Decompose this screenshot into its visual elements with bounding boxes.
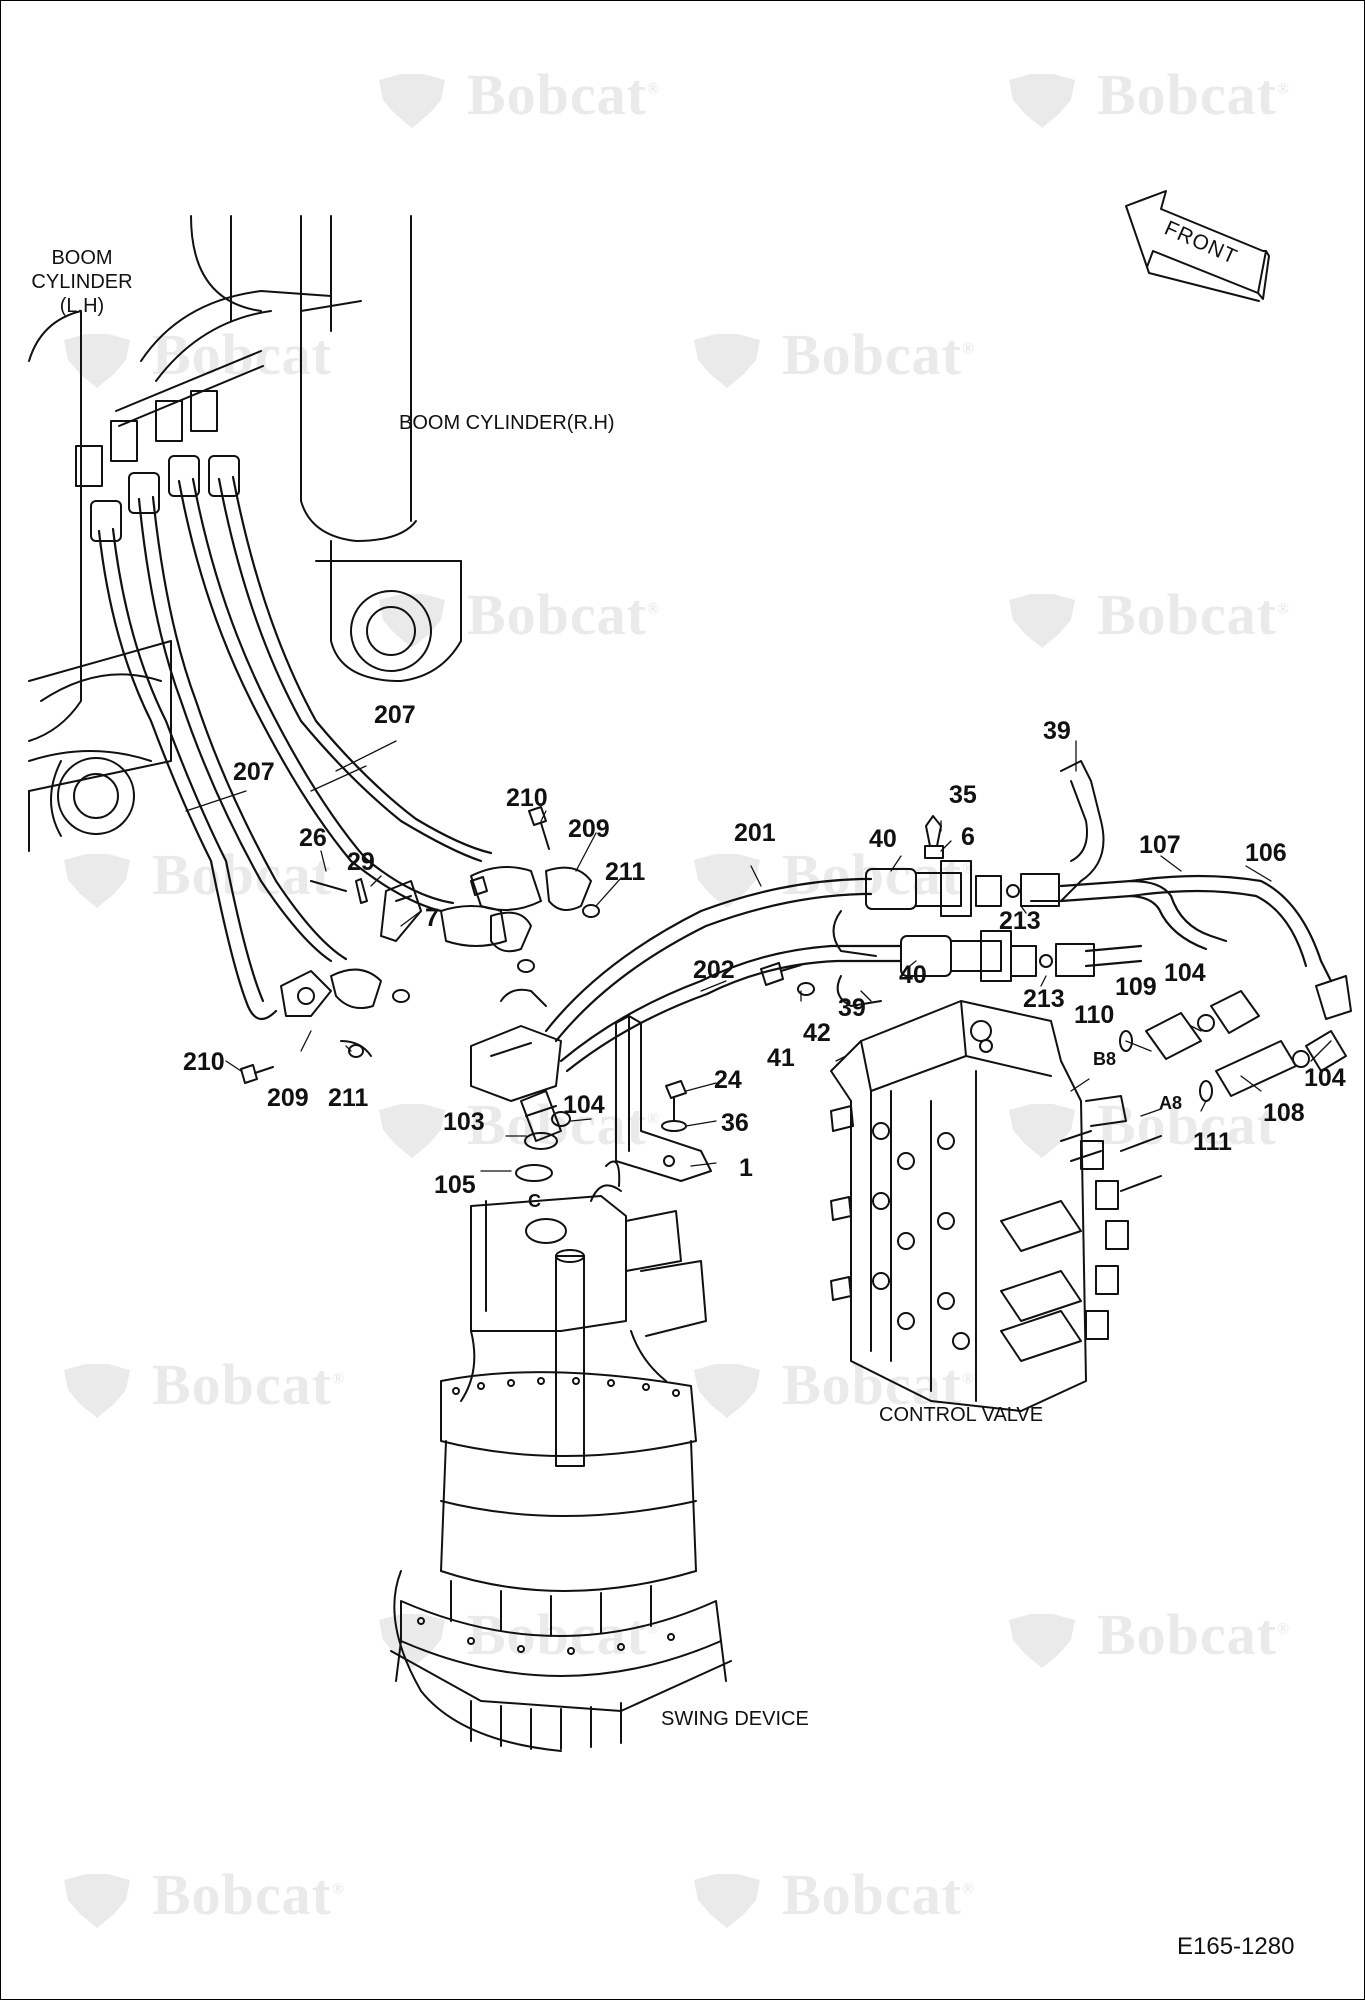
watermark: Bobcat® [686,321,975,392]
callout-40: 40 [869,825,897,853]
callout-111: 111 [1193,1128,1232,1156]
callout-39: 39 [1043,717,1071,745]
tube-202 [559,944,903,1073]
boom-cylinder-lh [28,310,172,852]
bolt-41 [760,962,815,996]
callout-1: 1 [739,1154,753,1182]
callout-207: 207 [233,758,275,786]
callout-106: 106 [1245,839,1287,867]
port-c: C [528,1191,541,1211]
callout-213: 213 [999,907,1041,935]
callout-210: 210 [506,784,548,812]
callout-211: 211 [328,1084,369,1112]
bobcat-logo-icon [694,1363,760,1418]
callout-110: 110 [1074,1001,1115,1029]
flange-209-mid [440,876,535,973]
tube-107 [1059,879,1228,968]
watermark: Bobcat® [371,61,660,132]
callout-40: 40 [899,961,927,989]
callout-108: 108 [1263,1099,1305,1127]
flange-209-lower [240,968,410,1084]
callout-105: 105 [434,1171,476,1199]
callout-103: 103 [443,1108,485,1136]
tube-201 [544,877,873,1043]
watermark: Bobcat® [1001,1091,1290,1162]
port-b8: B8 [1093,1049,1117,1069]
callout-39: 39 [838,994,866,1022]
callout-107: 107 [1139,831,1181,859]
callout-24: 24 [714,1066,742,1094]
boom-cylinder-lh-label: BOOM CYLINDER (L.H) [31,247,133,317]
port-a8: A8 [1159,1093,1183,1113]
callout-29: 29 [347,848,375,876]
bobcat-logo-icon [379,73,445,128]
hose-fitting [90,455,240,542]
callout-104: 104 [1304,1064,1346,1092]
callout-42: 42 [803,1019,831,1047]
bobcat-logo-icon [694,853,760,908]
bobcat-logo-icon [1009,73,1075,128]
front-arrow-icon [1125,190,1270,302]
bobcat-logo-icon [1009,593,1075,648]
bobcat-logo-icon [694,333,760,388]
tube-106 [1129,874,1333,983]
hose-207-rh [177,475,493,913]
bobcat-logo-icon [64,1873,130,1928]
callout-209: 209 [568,815,610,843]
clamp-39 [832,760,1105,1007]
watermark: Bobcat® [1001,61,1290,132]
drawing-code: E165-1280 [1177,1933,1295,1960]
watermark: Bobcat® [686,1861,975,1932]
callout-207: 207 [374,701,416,729]
callout-104: 104 [1164,959,1206,987]
control-valve-label: CONTROL VALVE [879,1404,1044,1426]
bobcat-logo-icon [379,1103,445,1158]
watermark: Bobcat® [56,1351,345,1422]
bolt-24 [661,1080,687,1132]
watermark: Bobcat® [1001,581,1290,652]
callout-6: 6 [961,823,975,851]
joint-block-40 [865,860,1012,982]
fitting-109 [1119,990,1260,1060]
bobcat-logo-icon [1009,1613,1075,1668]
boom-cylinder-rh-label: BOOM CYLINDER(R.H) [399,412,615,434]
swing-device [390,1160,732,1752]
watermark: Bobcat [56,841,332,912]
callout-109: 109 [1115,973,1157,1001]
callout-211: 211 [605,858,646,886]
hose-207-lh [97,495,348,1021]
callout-213: 213 [1023,985,1065,1013]
callout-209: 209 [267,1084,309,1112]
callout-201: 201 [734,819,776,847]
grease-fitting-35 [924,815,944,859]
bobcat-logo-icon [1009,1103,1075,1158]
callout-26: 26 [299,824,327,852]
callout-210: 210 [183,1048,225,1076]
control-valve [830,1000,1162,1412]
port-block [470,988,562,1102]
watermark: Bobcat® [686,841,975,912]
watermark: Bobcat® [56,1861,345,1932]
callout-41: 41 [767,1044,795,1072]
callout-7: 7 [425,904,439,932]
clamp-block-7 [310,878,422,942]
callout-36: 36 [721,1109,749,1137]
fitting-108 [1199,975,1352,1102]
bobcat-logo-icon [64,1363,130,1418]
watermark: Bobcat® [1001,1601,1290,1672]
cylinder-clamp [75,390,218,487]
bobcat-logo-icon [64,853,130,908]
elbow-103 [515,1090,571,1182]
boom-cylinder-rh [115,215,462,682]
fitting-213 [975,873,1095,977]
swing-device-label: SWING DEVICE [661,1708,809,1730]
callout-202: 202 [693,956,735,984]
leader-lines [185,740,1332,1172]
callout-104: 104 [563,1091,605,1119]
bracket-1 [615,1015,712,1182]
bobcat-logo-icon [694,1873,760,1928]
callout-35: 35 [949,781,977,809]
